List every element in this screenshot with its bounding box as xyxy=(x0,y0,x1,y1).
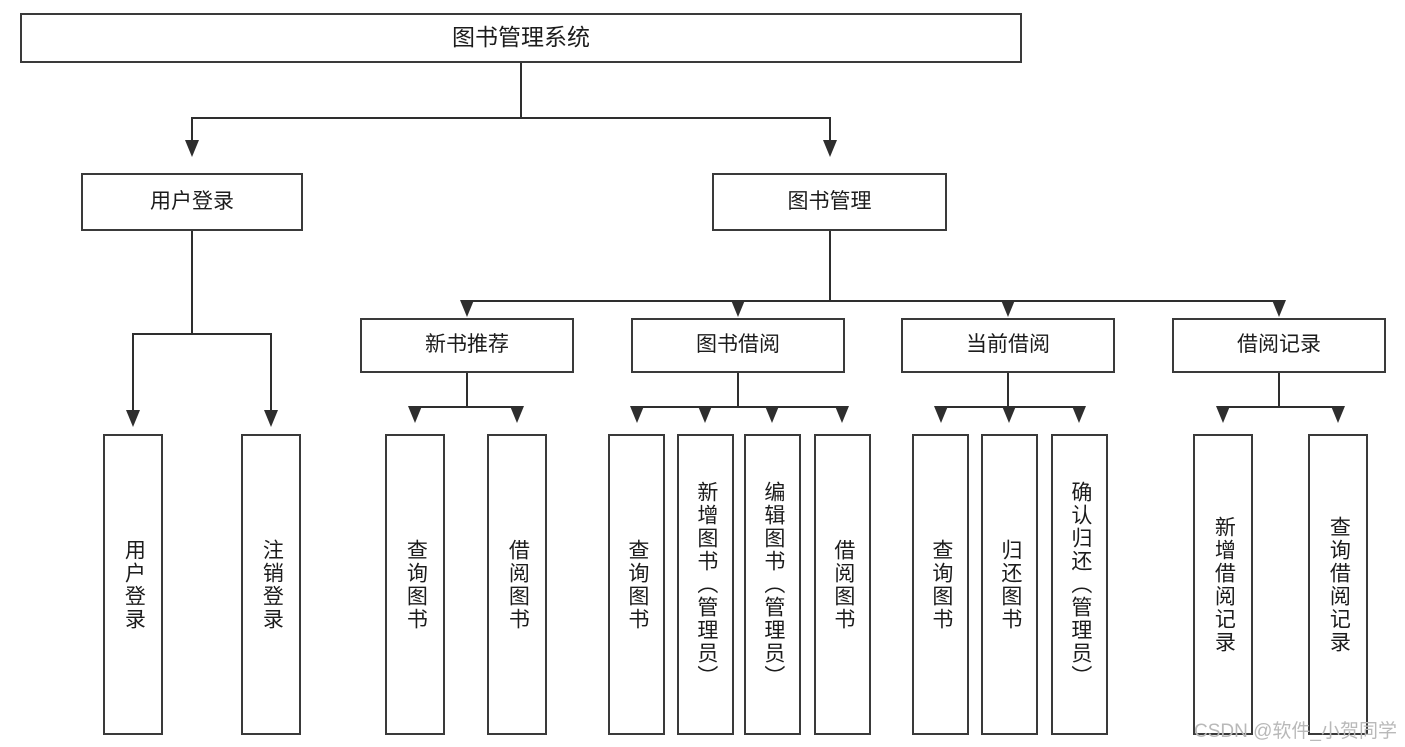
node-current-borrow[interactable]: 当前借阅 xyxy=(901,318,1115,373)
leaf-add-record-label: 新增借阅记录 xyxy=(1212,515,1236,654)
node-book-management-label: 图书管理 xyxy=(787,189,872,213)
connector-drop-leaf-user-login xyxy=(132,333,134,411)
arrowhead-book-borrow xyxy=(731,300,745,317)
connector-root-stem xyxy=(520,63,522,118)
leaf-confirm-return-label: 确认归还（管理员） xyxy=(1068,481,1092,688)
connector-level2-bus xyxy=(191,117,831,119)
arrowhead-leaf-return-book xyxy=(1002,406,1016,423)
leaf-return-book[interactable]: 归还图书 xyxy=(981,434,1038,735)
node-book-management[interactable]: 图书管理 xyxy=(712,173,947,231)
leaf-borrow-book-1-label: 借阅图书 xyxy=(506,538,530,631)
leaf-query-book-3-label: 查询图书 xyxy=(929,538,953,631)
connector-borrow-record-stem xyxy=(1278,373,1280,407)
connector-book-borrow-bus xyxy=(636,406,843,408)
leaf-query-record-label: 查询借阅记录 xyxy=(1327,515,1351,654)
arrowhead-leaf-query-record xyxy=(1331,406,1345,423)
watermark-text: CSDN @软件_小贺同学 xyxy=(1194,721,1397,742)
leaf-add-book-label: 新增图书（管理员） xyxy=(694,481,718,688)
leaf-edit-book[interactable]: 编辑图书（管理员） xyxy=(744,434,801,735)
leaf-edit-book-label: 编辑图书（管理员） xyxy=(761,481,785,688)
arrowhead-current-borrow xyxy=(1001,300,1015,317)
leaf-query-book-2-label: 查询图书 xyxy=(625,538,649,631)
arrowhead-leaf-borrow-book-1 xyxy=(510,406,524,423)
leaf-borrow-book-2[interactable]: 借阅图书 xyxy=(814,434,871,735)
node-book-borrow[interactable]: 图书借阅 xyxy=(631,318,845,373)
arrowhead-leaf-confirm-return xyxy=(1072,406,1086,423)
connector-user-login-bus xyxy=(132,333,272,335)
arrowhead-leaf-query-book-1 xyxy=(408,406,422,423)
leaf-borrow-book-1[interactable]: 借阅图书 xyxy=(487,434,547,735)
leaf-user-login-label: 用户登录 xyxy=(122,538,146,631)
connector-new-book-recommend-stem xyxy=(466,373,468,407)
connector-book-management-stem xyxy=(829,231,831,301)
node-user-login[interactable]: 用户登录 xyxy=(81,173,303,231)
node-user-login-label: 用户登录 xyxy=(150,189,234,213)
connector-level2-drop-user-login xyxy=(191,117,193,142)
node-new-book-recommend[interactable]: 新书推荐 xyxy=(360,318,574,373)
node-root-label: 图书管理系统 xyxy=(452,24,590,51)
leaf-confirm-return[interactable]: 确认归还（管理员） xyxy=(1051,434,1108,735)
connector-current-borrow-stem xyxy=(1007,373,1009,407)
arrowhead-borrow-record xyxy=(1272,300,1286,317)
connector-book-borrow-stem xyxy=(737,373,739,407)
connector-drop-leaf-logout xyxy=(270,333,272,411)
leaf-user-login[interactable]: 用户登录 xyxy=(103,434,163,735)
arrowhead-leaf-user-login xyxy=(126,410,140,427)
node-new-book-recommend-label: 新书推荐 xyxy=(425,333,509,357)
leaf-add-book[interactable]: 新增图书（管理员） xyxy=(677,434,734,735)
arrowhead-leaf-borrow-book-2 xyxy=(835,406,849,423)
connector-borrow-record-bus xyxy=(1222,406,1339,408)
connector-new-book-recommend-bus xyxy=(414,406,518,408)
leaf-logout[interactable]: 注销登录 xyxy=(241,434,301,735)
arrowhead-user-login xyxy=(185,140,199,157)
node-current-borrow-label: 当前借阅 xyxy=(966,333,1050,357)
arrowhead-leaf-edit-book xyxy=(765,406,779,423)
leaf-borrow-book-2-label: 借阅图书 xyxy=(831,538,855,631)
arrowhead-leaf-query-book-2 xyxy=(630,406,644,423)
leaf-add-record[interactable]: 新增借阅记录 xyxy=(1193,434,1253,735)
arrowhead-leaf-logout xyxy=(264,410,278,427)
arrowhead-book-management xyxy=(823,140,837,157)
leaf-query-book-1-label: 查询图书 xyxy=(404,538,428,631)
leaf-logout-label: 注销登录 xyxy=(260,538,284,631)
leaf-return-book-label: 归还图书 xyxy=(998,538,1022,631)
node-root[interactable]: 图书管理系统 xyxy=(20,13,1022,63)
arrowhead-leaf-add-book xyxy=(698,406,712,423)
leaf-query-book-3[interactable]: 查询图书 xyxy=(912,434,969,735)
node-book-borrow-label: 图书借阅 xyxy=(696,333,780,357)
connector-user-login-stem xyxy=(191,231,193,334)
leaf-query-book-1[interactable]: 查询图书 xyxy=(385,434,445,735)
arrowhead-leaf-query-book-3 xyxy=(934,406,948,423)
connector-level2-drop-book-management xyxy=(829,117,831,142)
node-borrow-record-label: 借阅记录 xyxy=(1237,333,1321,357)
connector-level3-bus xyxy=(466,300,1280,302)
arrowhead-new-book-recommend xyxy=(460,300,474,317)
leaf-query-record[interactable]: 查询借阅记录 xyxy=(1308,434,1368,735)
arrowhead-leaf-add-record xyxy=(1216,406,1230,423)
leaf-query-book-2[interactable]: 查询图书 xyxy=(608,434,665,735)
node-borrow-record[interactable]: 借阅记录 xyxy=(1172,318,1386,373)
